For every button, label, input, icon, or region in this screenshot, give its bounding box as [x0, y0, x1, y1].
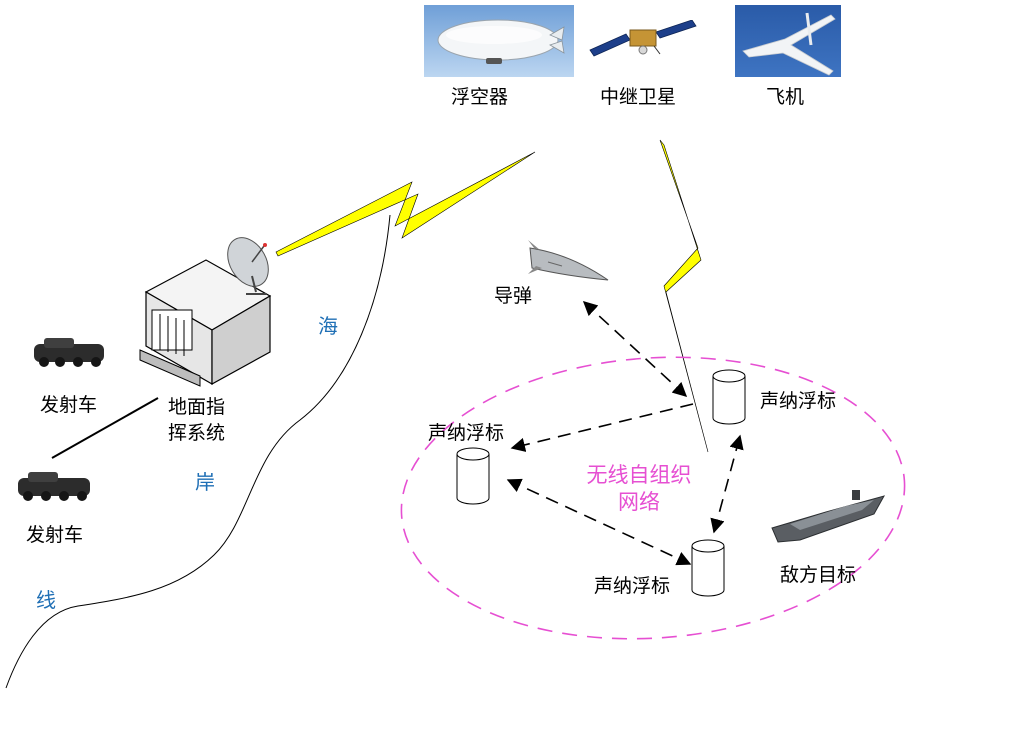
missile-label: 导弹	[494, 285, 533, 307]
coastline	[5, 214, 391, 689]
network-label-line1: 无线自组织	[586, 463, 692, 487]
command-building-icon	[139, 259, 272, 387]
aerostat-label: 浮空器	[451, 86, 509, 108]
ground-command-label-line1: 地面指	[168, 396, 226, 418]
satellite-photo	[588, 20, 698, 60]
satellite-dish-icon	[227, 237, 269, 295]
launcher-link	[51, 397, 159, 459]
coastline-label-sea: 海	[318, 314, 338, 338]
airship-photo	[424, 5, 574, 77]
network-boundary	[400, 356, 906, 640]
sonobuoy-icon	[712, 369, 746, 425]
network-label: 无线自组织 网络	[574, 462, 704, 517]
aircraft-carrier-icon	[771, 490, 886, 543]
airship-icon	[437, 19, 565, 64]
relay-satellite-label: 中继卫星	[600, 86, 677, 108]
arrow-buoy2-buoy3	[506, 478, 692, 566]
sonobuoy-label-2: 声纳浮标	[428, 422, 505, 444]
launcher-vehicle-icon	[18, 472, 90, 501]
arrow-buoy3-buoy1	[710, 434, 744, 534]
arrow-buoy1-buoy2	[510, 403, 694, 452]
enemy-target-label: 敌方目标	[780, 564, 857, 586]
network-label-line2: 网络	[618, 490, 660, 515]
launcher-vehicle-icon	[34, 338, 104, 367]
sonobuoy-label-3: 声纳浮标	[594, 575, 671, 597]
lightning-link-sonar	[659, 139, 709, 453]
aircraft-icon	[742, 12, 836, 76]
sonobuoy-label-1: 声纳浮标	[760, 390, 837, 412]
ground-command-label-line2: 挥系统	[168, 422, 226, 444]
arrow-buoy1-missile	[582, 301, 688, 397]
launcher-label-2: 发射车	[26, 524, 84, 546]
sonobuoy-icon	[456, 447, 490, 505]
lightning-link-ground	[275, 151, 536, 257]
missile-icon	[528, 240, 609, 281]
coastline-label-line: 线	[36, 588, 56, 612]
aircraft-photo	[735, 5, 841, 77]
sonobuoy-icon	[691, 539, 725, 597]
coastline-label-shore: 岸	[195, 470, 215, 494]
satellite-icon	[589, 20, 697, 57]
launcher-label-1: 发射车	[40, 394, 98, 416]
aircraft-label: 飞机	[766, 86, 805, 108]
